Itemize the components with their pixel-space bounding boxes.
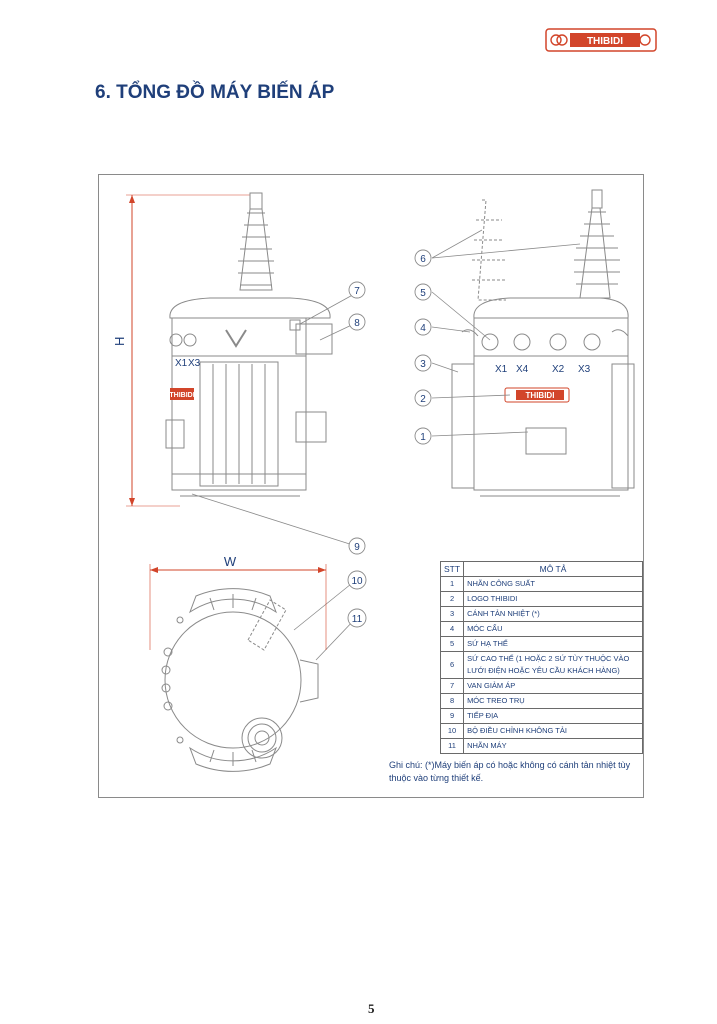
row-desc: VAN GIẢM ÁP [463, 678, 643, 694]
logo-text: THIBIDI [587, 36, 623, 47]
row-no: 3 [439, 606, 465, 622]
callout-6: 6 [420, 254, 426, 265]
section-title: 6. TỔNG ĐỒ MÁY BIẾN ÁP [95, 82, 335, 103]
row-desc: SỨ HẠ THẾ [463, 636, 643, 652]
terminal-x3: X3 [578, 364, 591, 375]
callout-11: 11 [352, 614, 363, 625]
row-desc: MÓC TREO TRỤ [463, 693, 643, 709]
terminal-x4: X4 [516, 364, 529, 375]
terminal-x1-front: X1 [175, 358, 188, 369]
thibidi-logo: THIBIDI [545, 28, 657, 52]
header-no: STT [439, 561, 465, 577]
callout-9: 9 [354, 542, 360, 553]
header-desc: MÔ TẢ [463, 561, 643, 577]
row-no: 7 [439, 678, 465, 694]
drawing-frame [98, 174, 644, 798]
terminal-x2: X2 [552, 364, 565, 375]
callout-3: 3 [420, 359, 426, 370]
callout-4: 4 [420, 323, 426, 334]
callout-2: 2 [420, 394, 426, 405]
row-no: 4 [439, 621, 465, 637]
row-no: 10 [439, 723, 465, 739]
row-desc: TIẾP ĐỊA [463, 708, 643, 724]
row-desc: NHÃN CÔNG SUẤT [463, 576, 643, 592]
terminal-x1: X1 [495, 364, 508, 375]
callout-7: 7 [354, 286, 360, 297]
row-desc: BỘ ĐIỀU CHỈNH KHÔNG TẢI [463, 723, 643, 739]
height-label: H [112, 337, 127, 346]
terminal-x3-front: X3 [188, 358, 201, 369]
table-header-row: STT MÔ TẢ [439, 561, 643, 577]
callout-1: 1 [420, 432, 426, 443]
callout-8: 8 [354, 318, 360, 329]
row-no: 1 [439, 576, 465, 592]
row-no: 6 [439, 651, 465, 679]
width-label: W [224, 554, 237, 569]
row-desc: MÓC CẨU [463, 621, 643, 637]
row-no: 2 [439, 591, 465, 607]
callout-5: 5 [420, 288, 426, 299]
row-desc: CÁNH TẢN NHIỆT (*) [463, 606, 643, 622]
front-logo-text: THIBIDI [169, 392, 194, 399]
row-desc: LOGO THIBIDI [463, 591, 643, 607]
row-no: 9 [439, 708, 465, 724]
row-no: 5 [439, 636, 465, 652]
callout-10: 10 [351, 576, 363, 587]
row-no: 8 [439, 693, 465, 709]
page-number: 5 [368, 1001, 375, 1016]
footnote: Ghi chú: (*)Máy biến áp có hoặc không có… [389, 760, 631, 783]
row-desc: NHÃN MÁY [463, 738, 643, 754]
row-no: 11 [439, 738, 465, 754]
row-desc: SỨ CAO THẾ (1 HOẶC 2 SỨ TÙY THUỘC VÀO LƯ… [463, 651, 643, 679]
side-logo-text: THIBIDI [526, 391, 555, 400]
